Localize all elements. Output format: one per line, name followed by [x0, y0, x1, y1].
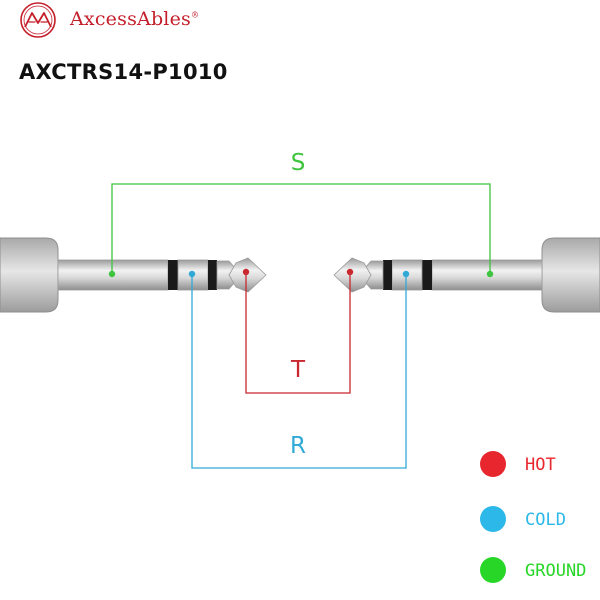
legend-swatch-cold — [480, 506, 506, 532]
registered-mark: ® — [190, 10, 200, 20]
right-cable-end-icon — [541, 237, 600, 313]
left-ring-contact — [188, 270, 196, 278]
right-sleeve-contact — [486, 270, 494, 278]
left-tip-contact — [242, 268, 250, 276]
left-tip — [228, 257, 267, 293]
legend-label-ground: GROUND — [525, 561, 587, 581]
legend-label-hot: HOT — [525, 455, 556, 475]
ring-label: R — [290, 433, 306, 459]
legend-swatch-hot — [480, 451, 506, 477]
sleeve-label: S — [290, 150, 306, 176]
legend-label-cold: COLD — [525, 510, 566, 530]
left-cable-end-icon — [0, 237, 59, 313]
brand-name: AxcessAbles® — [70, 8, 199, 30]
ring-wire — [191, 274, 407, 469]
left-sleeve — [57, 259, 169, 291]
sleeve-wire — [111, 183, 491, 274]
left-trs-plug-icon — [0, 237, 267, 313]
brand-name-text: AxcessAbles — [70, 8, 191, 30]
right-tip — [333, 257, 372, 293]
tip-wire — [245, 272, 351, 394]
left-insulator-2 — [208, 260, 217, 290]
right-insulator-2 — [383, 260, 392, 290]
left-insulator-1 — [168, 260, 178, 290]
double-triangle-logo-icon — [20, 2, 56, 38]
model-number: AXCTRS14-P1010 — [19, 60, 228, 84]
legend-swatch-ground — [480, 557, 506, 583]
right-trs-plug-icon — [333, 237, 600, 313]
left-sleeve-contact — [108, 270, 116, 278]
tip-label: T — [290, 357, 306, 383]
right-tip-contact — [346, 268, 354, 276]
right-insulator-1 — [422, 260, 432, 290]
right-ring-contact — [402, 270, 410, 278]
